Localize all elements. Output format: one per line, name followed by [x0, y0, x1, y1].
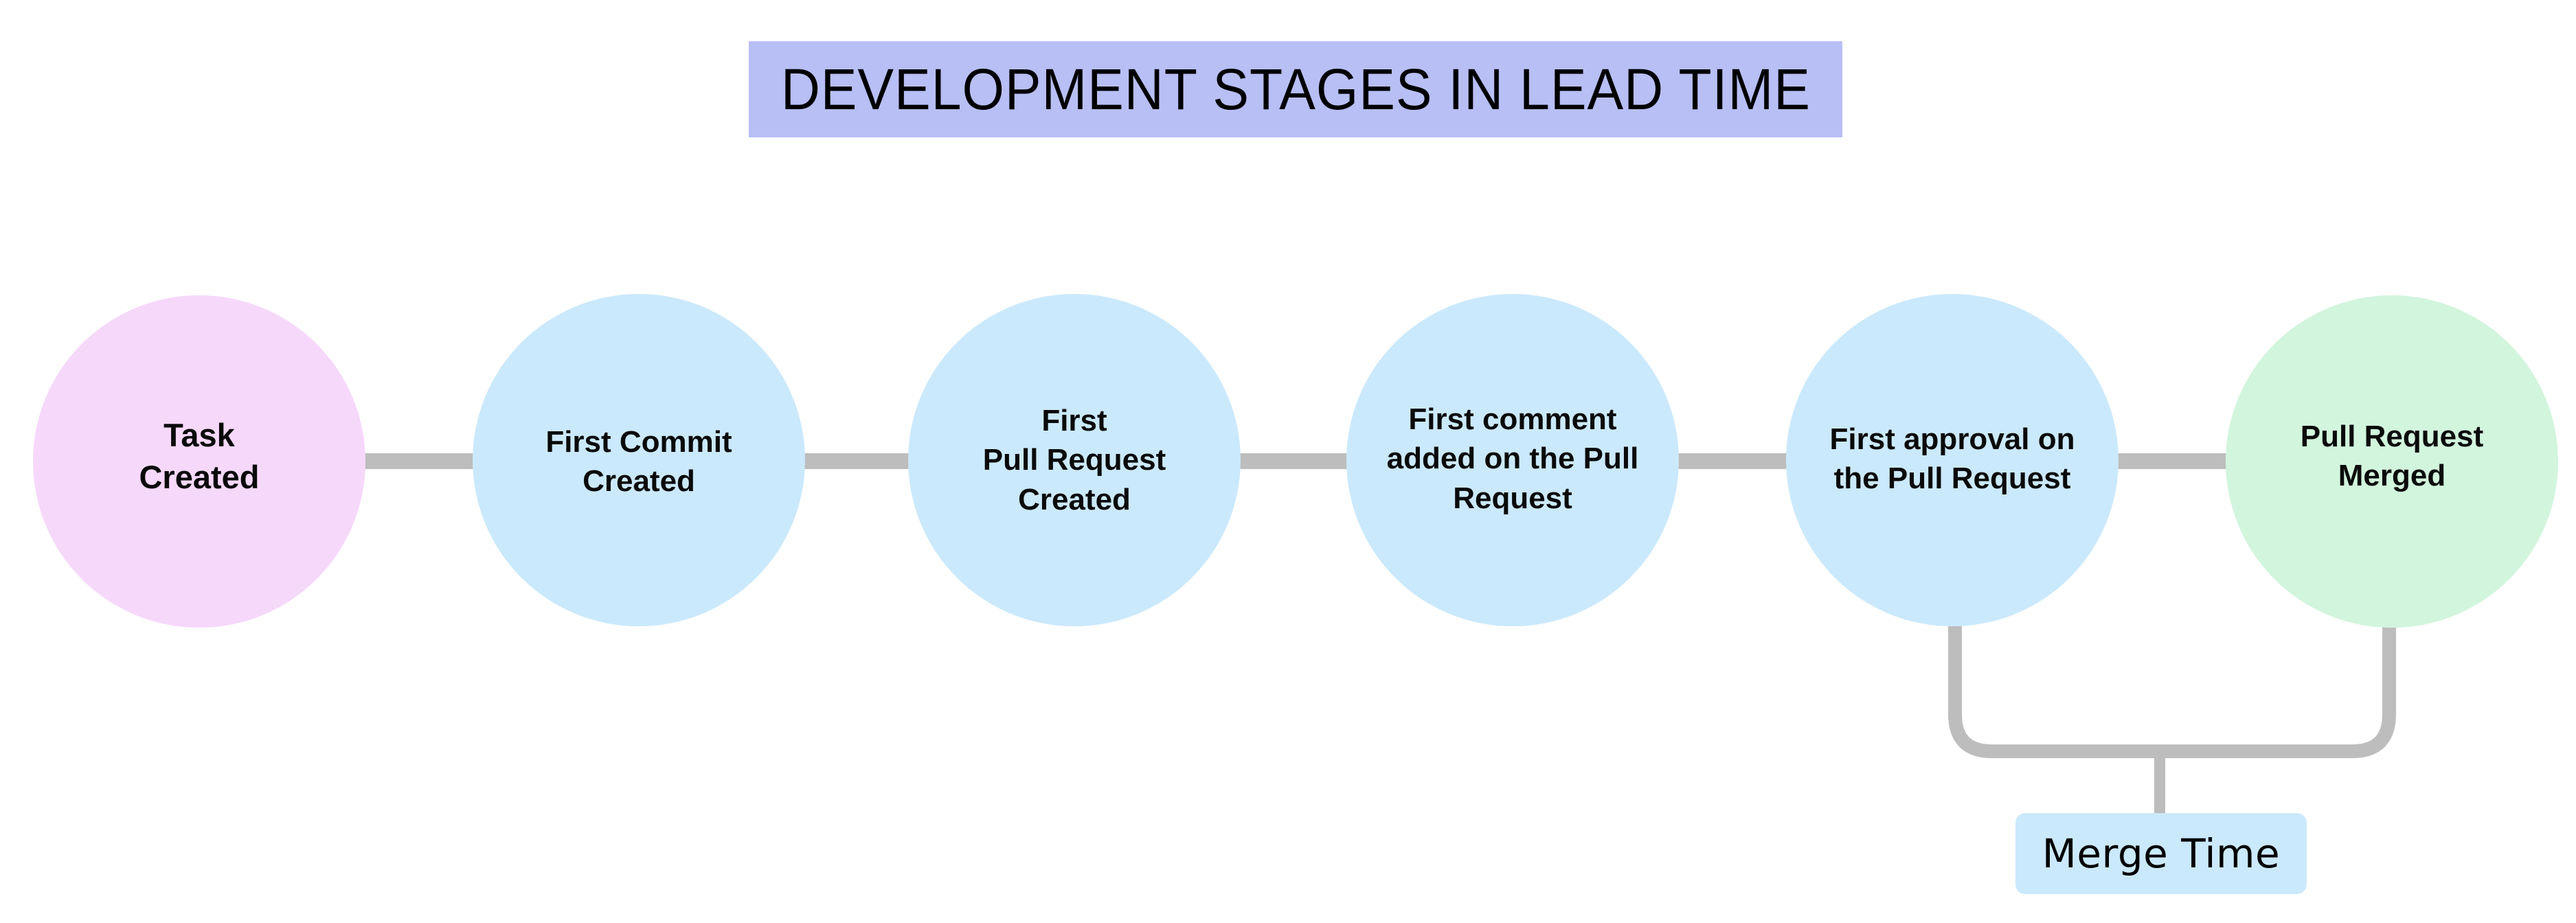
- stage-node-first-commit-created[interactable]: First Commit Created: [473, 294, 805, 626]
- stage-label: Task Created: [139, 416, 260, 495]
- merge-time-annotation[interactable]: Merge Time: [2015, 813, 2307, 894]
- stage-label: First Commit Created: [545, 424, 732, 498]
- merge-time-bracket: [1948, 624, 2396, 758]
- connector-4-5: [1677, 453, 1789, 469]
- stage-node-first-comment-on-pull-request[interactable]: First comment added on the Pull Request: [1346, 294, 1679, 626]
- stage-node-pull-request-merged[interactable]: Pull Request Merged: [2226, 295, 2558, 628]
- merge-time-stem: [2154, 750, 2165, 817]
- stage-label: Pull Request Merged: [2300, 419, 2484, 492]
- stage-node-task-created[interactable]: Task Created: [33, 295, 365, 628]
- stage-label: First approval on the Pull Request: [1829, 422, 2075, 495]
- connector-2-3: [804, 453, 911, 469]
- stage-node-first-approval-on-pull-request[interactable]: First approval on the Pull Request: [1786, 294, 2119, 626]
- stage-label: First comment added on the Pull Request: [1386, 402, 1639, 515]
- page-title: DEVELOPMENT STAGES IN LEAD TIME: [780, 56, 1811, 122]
- diagram-title-banner: DEVELOPMENT STAGES IN LEAD TIME: [749, 41, 1842, 137]
- connector-5-6: [2117, 453, 2228, 469]
- merge-time-label: Merge Time: [2042, 830, 2281, 877]
- connector-1-2: [364, 453, 477, 469]
- stage-node-first-pull-request-created[interactable]: First Pull Request Created: [908, 294, 1241, 626]
- connector-3-4: [1239, 453, 1349, 469]
- stage-label: First Pull Request Created: [982, 404, 1166, 516]
